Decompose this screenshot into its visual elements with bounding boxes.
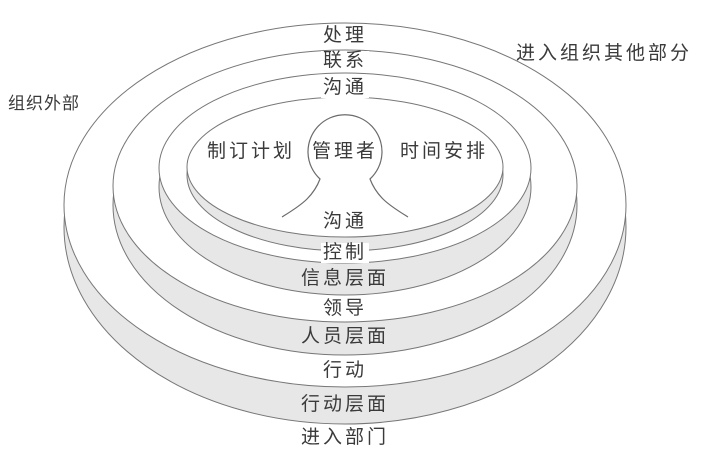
person-silhouette-icon <box>281 114 409 218</box>
label-scheduling: 时间安排 <box>399 140 489 162</box>
label-outside-organization: 组织外部 <box>8 94 80 114</box>
label-handle: 处理 <box>322 24 368 46</box>
label-personnel-level: 人员层面 <box>300 325 390 347</box>
label-enter-department: 进入部门 <box>300 426 390 448</box>
label-manager: 管理者 <box>311 140 379 162</box>
label-control: 控制 <box>320 241 370 263</box>
label-planning: 制订计划 <box>206 140 296 162</box>
label-action: 行动 <box>322 359 368 381</box>
label-action-level: 行动层面 <box>300 393 390 415</box>
label-information-level: 信息层面 <box>300 267 390 289</box>
label-contact: 联系 <box>320 49 370 71</box>
label-communication-top: 沟通 <box>320 76 370 98</box>
label-enter-other-parts: 进入组织其他部分 <box>515 42 693 64</box>
label-leadership: 领导 <box>322 297 368 319</box>
label-communication-bottom: 沟通 <box>322 210 368 232</box>
